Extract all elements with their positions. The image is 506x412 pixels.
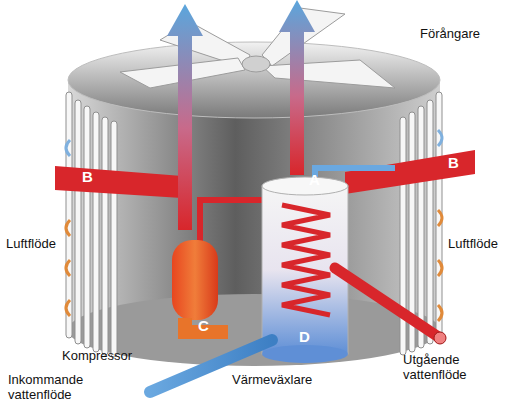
- part-label: Värmeväxlare: [232, 372, 312, 387]
- callout-letter: C: [198, 318, 209, 334]
- fin: [75, 100, 81, 344]
- u-bend: [438, 260, 442, 276]
- fin: [418, 106, 424, 348]
- fin: [436, 92, 442, 338]
- exchanger-coil: [282, 205, 330, 315]
- fan: [120, 8, 395, 88]
- air-out-arrow: [167, 4, 203, 230]
- callout-letter: B: [82, 169, 93, 185]
- u-bend: [66, 140, 70, 156]
- part-label: Luftflöde: [6, 236, 56, 251]
- u-bend: [438, 305, 442, 321]
- air-flow-bar: [345, 150, 475, 194]
- pipe-end: [434, 332, 446, 344]
- callout-letter: B: [448, 155, 459, 171]
- part-label: Luftflöde: [448, 236, 498, 251]
- callout-letter: A: [309, 172, 320, 188]
- housing-top: [68, 42, 440, 118]
- u-bend: [438, 210, 442, 226]
- u-bend: [438, 130, 442, 146]
- air-out-arrow: [279, 0, 315, 175]
- exchanger-top: [262, 177, 348, 195]
- fin: [93, 112, 99, 352]
- part-label: Kompressor: [62, 348, 132, 363]
- evaporator-fins: [66, 92, 442, 357]
- callout-letter: D: [299, 329, 310, 345]
- u-bend: [66, 300, 70, 316]
- part-label: Utgående vattenflöde: [403, 352, 503, 382]
- part-label: Förångare: [420, 26, 480, 41]
- fin: [102, 117, 108, 355]
- evaporator-housing: [68, 42, 440, 366]
- u-bend: [66, 220, 70, 236]
- fin: [66, 92, 72, 338]
- coil-bends: [66, 130, 442, 321]
- fin: [427, 100, 433, 344]
- exchanger-bottom: [262, 345, 348, 363]
- air-flow-bar: [55, 166, 182, 198]
- compressor-body: [172, 240, 218, 320]
- fan-hub: [242, 56, 270, 72]
- outgoing-water-pipe: [335, 268, 440, 338]
- u-bend: [66, 260, 70, 276]
- fin: [111, 121, 117, 357]
- fin: [84, 106, 90, 348]
- fan-blade: [262, 60, 395, 88]
- part-label: Inkommande vattenflöde: [8, 372, 118, 402]
